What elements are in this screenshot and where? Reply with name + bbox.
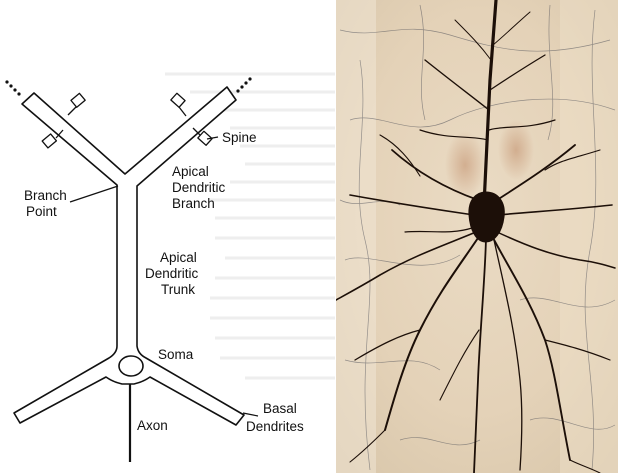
label-basal-2: Dendrites bbox=[246, 419, 304, 434]
label-branch-point-1: Branch bbox=[24, 188, 67, 203]
soma-circle bbox=[119, 356, 143, 376]
label-axon: Axon bbox=[137, 418, 168, 433]
basal-leader bbox=[243, 413, 258, 416]
label-apical-trunk-3: Trunk bbox=[161, 282, 195, 297]
label-spine: Spine bbox=[222, 130, 257, 145]
label-basal-1: Basal bbox=[263, 401, 297, 416]
label-apical-trunk-1: Apical bbox=[160, 250, 197, 265]
label-apical-branch-1: Apical bbox=[172, 164, 209, 179]
label-branch-point-2: Point bbox=[26, 204, 57, 219]
branch-point-leader bbox=[70, 186, 118, 202]
label-apical-branch-2: Dendritic bbox=[172, 180, 226, 195]
neuron-micrograph bbox=[336, 0, 618, 473]
label-apical-trunk-2: Dendritic bbox=[145, 266, 199, 281]
label-apical-branch-3: Branch bbox=[172, 196, 215, 211]
micrograph-blush-1 bbox=[498, 120, 534, 180]
label-soma: Soma bbox=[158, 347, 194, 362]
